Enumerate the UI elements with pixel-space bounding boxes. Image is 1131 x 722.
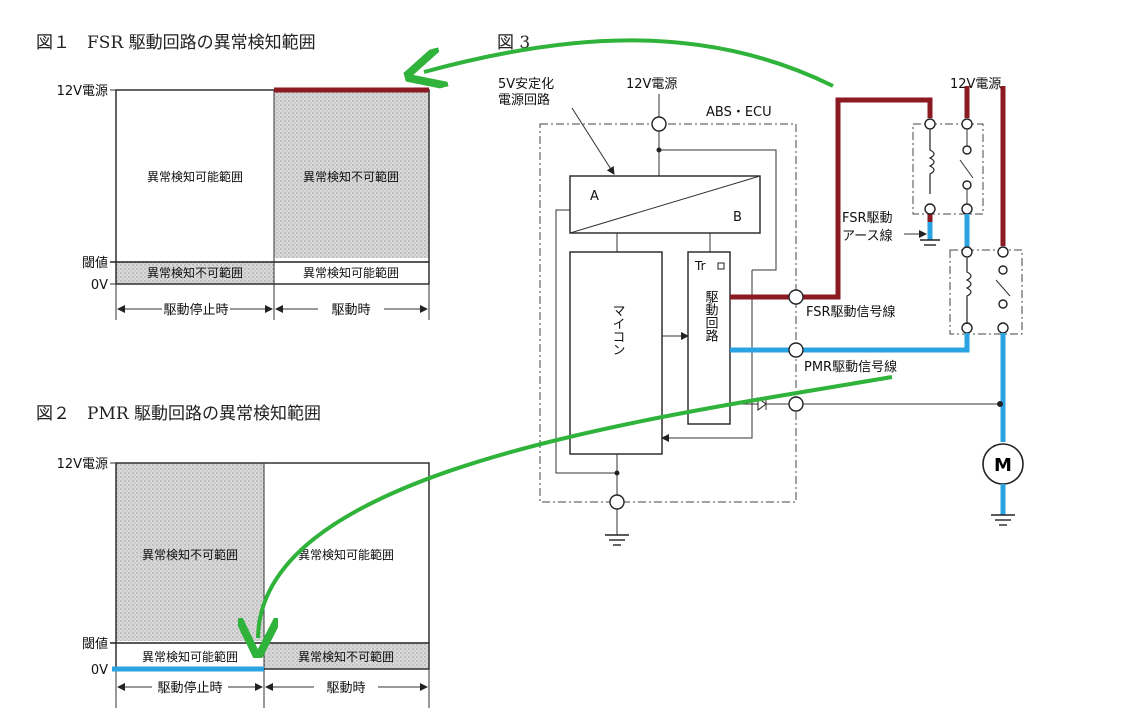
- ecu-power-terminal: [651, 116, 667, 132]
- pmr-annotation-arrow: [258, 375, 893, 638]
- drive-circuit-block: [687, 251, 731, 425]
- ecu-label: ABS・ECU: [706, 105, 772, 120]
- fig1-shade-upper-right: [274, 90, 429, 258]
- fig2-y-mid: 閾値: [82, 636, 108, 652]
- figure-2: 図２ PMR 駆動回路の異常検知範囲 12V電源 閾値 0V 異常検知不可範囲 …: [36, 404, 430, 708]
- fig2-x-left: 駆動停止時: [157, 680, 222, 696]
- pmr-signal-label: PMR駆動信号線: [804, 359, 897, 375]
- fig1-x-right: 駆動時: [331, 303, 370, 318]
- fsr-ground-label-2: アース線: [842, 228, 893, 244]
- fsr-ground-label-1: FSR駆動: [842, 211, 893, 226]
- fig1-x-left: 駆動停止時: [163, 302, 228, 318]
- fig2-region-left-upper: 異常検知不可範囲: [142, 547, 238, 562]
- fsr-signal-wire-b: [803, 97, 933, 300]
- fig1-y-mid: 閾値: [82, 255, 108, 271]
- ecu-ground-terminal: [609, 494, 625, 510]
- fig1-region-left-upper: 異常検知可能範囲: [147, 169, 243, 184]
- regulator-label-2: 電源回路: [498, 92, 550, 108]
- fsr-signal-label: FSR駆動信号線: [806, 304, 896, 320]
- ecu-boundary: [539, 123, 797, 503]
- fsr-relay-box: [912, 123, 984, 215]
- fig1-y-bot: 0V: [91, 278, 108, 293]
- fig2-region-right-lower: 異常検知不可範囲: [298, 649, 394, 664]
- fig1-region-right-upper: 異常検知不可範囲: [303, 169, 399, 184]
- fig2-x-right: 駆動時: [326, 681, 365, 696]
- pmr-signal-terminal: [788, 342, 804, 358]
- driver-label: 駆動回路: [703, 290, 719, 342]
- supply-label-right: 12V電源: [950, 77, 1001, 92]
- fsr-signal-terminal: [788, 289, 804, 305]
- figure-1: 図１ FSR 駆動回路の異常検知範囲 12V電源 閾値 0V 異常検知可能範囲 …: [36, 33, 430, 320]
- fig1-region-right-lower: 異常検知可能範囲: [303, 265, 399, 280]
- fig1-shade-lower-left: [116, 262, 274, 284]
- tr-label: Tr: [694, 259, 706, 273]
- fig1-frame: [115, 89, 430, 285]
- supply-label: 12V電源: [626, 77, 677, 92]
- fsr-annotation-arrow: [424, 38, 834, 86]
- pmr-coil: [965, 258, 972, 324]
- fig1-region-left-lower: 異常検知不可範囲: [147, 265, 243, 280]
- regulator-label-1: 5V安定化: [498, 77, 554, 92]
- fig2-title: 図２ PMR 駆動回路の異常検知範囲: [36, 404, 321, 424]
- fig2-shade-lower-right: [264, 643, 429, 669]
- microcontroller-block: [569, 251, 663, 455]
- block-a-label: A: [590, 189, 599, 204]
- fig2-frame: [115, 462, 430, 670]
- pmr-signal-wire-b: [803, 333, 970, 353]
- motor-label: M: [994, 455, 1012, 476]
- fig2-y-top: 12V電源: [57, 457, 108, 472]
- block-b-label: B: [733, 210, 742, 225]
- fsr-coil: [928, 130, 935, 194]
- regulator-block: [569, 175, 761, 234]
- fig1-title: 図１ FSR 駆動回路の異常検知範囲: [36, 33, 316, 53]
- fig2-shade-upper-left: [116, 463, 264, 641]
- fig3-title: 図 3: [497, 33, 530, 53]
- pmr-relay-box: [949, 249, 1023, 335]
- fig1-y-top: 12V電源: [57, 84, 108, 99]
- fig2-y-bot: 0V: [91, 663, 108, 678]
- fig2-region-right-upper: 異常検知可能範囲: [298, 547, 394, 562]
- motor-monitor-terminal: [788, 396, 804, 412]
- micro-label: マイコン: [610, 304, 625, 356]
- figure-3: 図 3 ABS・ECU 5V安定化 電源回路 12V電源 A B マイコン Tr…: [497, 33, 1024, 546]
- fig2-region-left-lower: 異常検知可能範囲: [142, 649, 238, 664]
